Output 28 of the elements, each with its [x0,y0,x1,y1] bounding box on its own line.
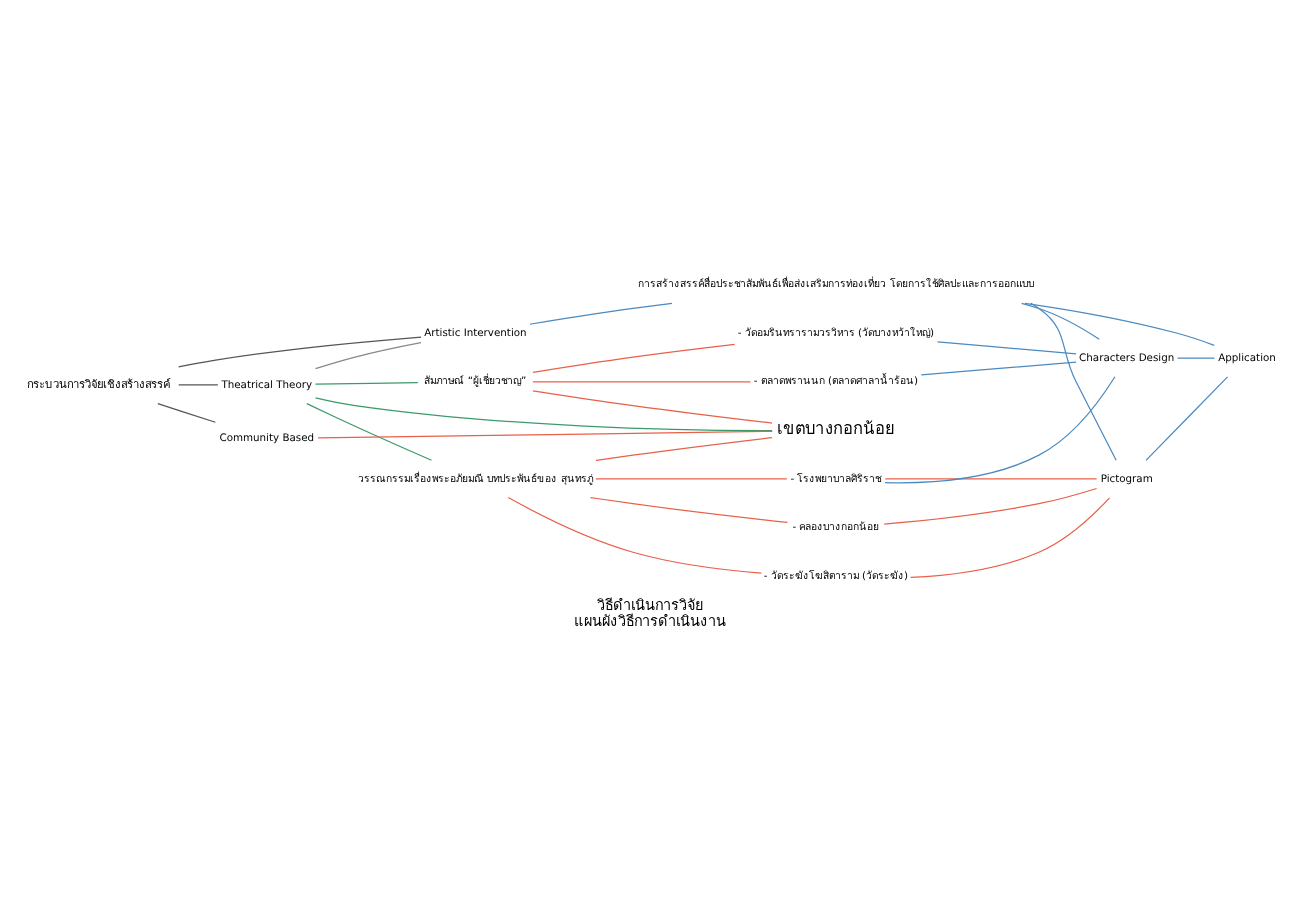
connector [1030,302,1117,461]
connector [306,403,433,461]
connector [314,397,773,432]
connector [532,343,736,373]
connector [1024,302,1215,346]
connector [595,437,773,462]
connector [595,478,788,480]
connector [178,336,422,368]
connector [314,341,422,370]
connector [317,430,773,439]
connector [178,384,219,386]
connector [157,402,216,423]
connector [532,390,773,424]
connector [1176,357,1216,359]
connector [507,496,762,574]
connector [314,382,419,385]
node-text: เขตบางกอกน้อย [776,418,895,439]
connector [936,341,1077,355]
connector [883,487,1098,525]
connector [529,302,673,325]
connector [884,376,1116,484]
connector [910,497,1111,579]
connector [1021,302,1100,340]
connector [589,496,789,524]
connector [920,361,1077,376]
connector [884,478,1098,480]
connector [532,381,752,383]
connector [1145,376,1229,461]
